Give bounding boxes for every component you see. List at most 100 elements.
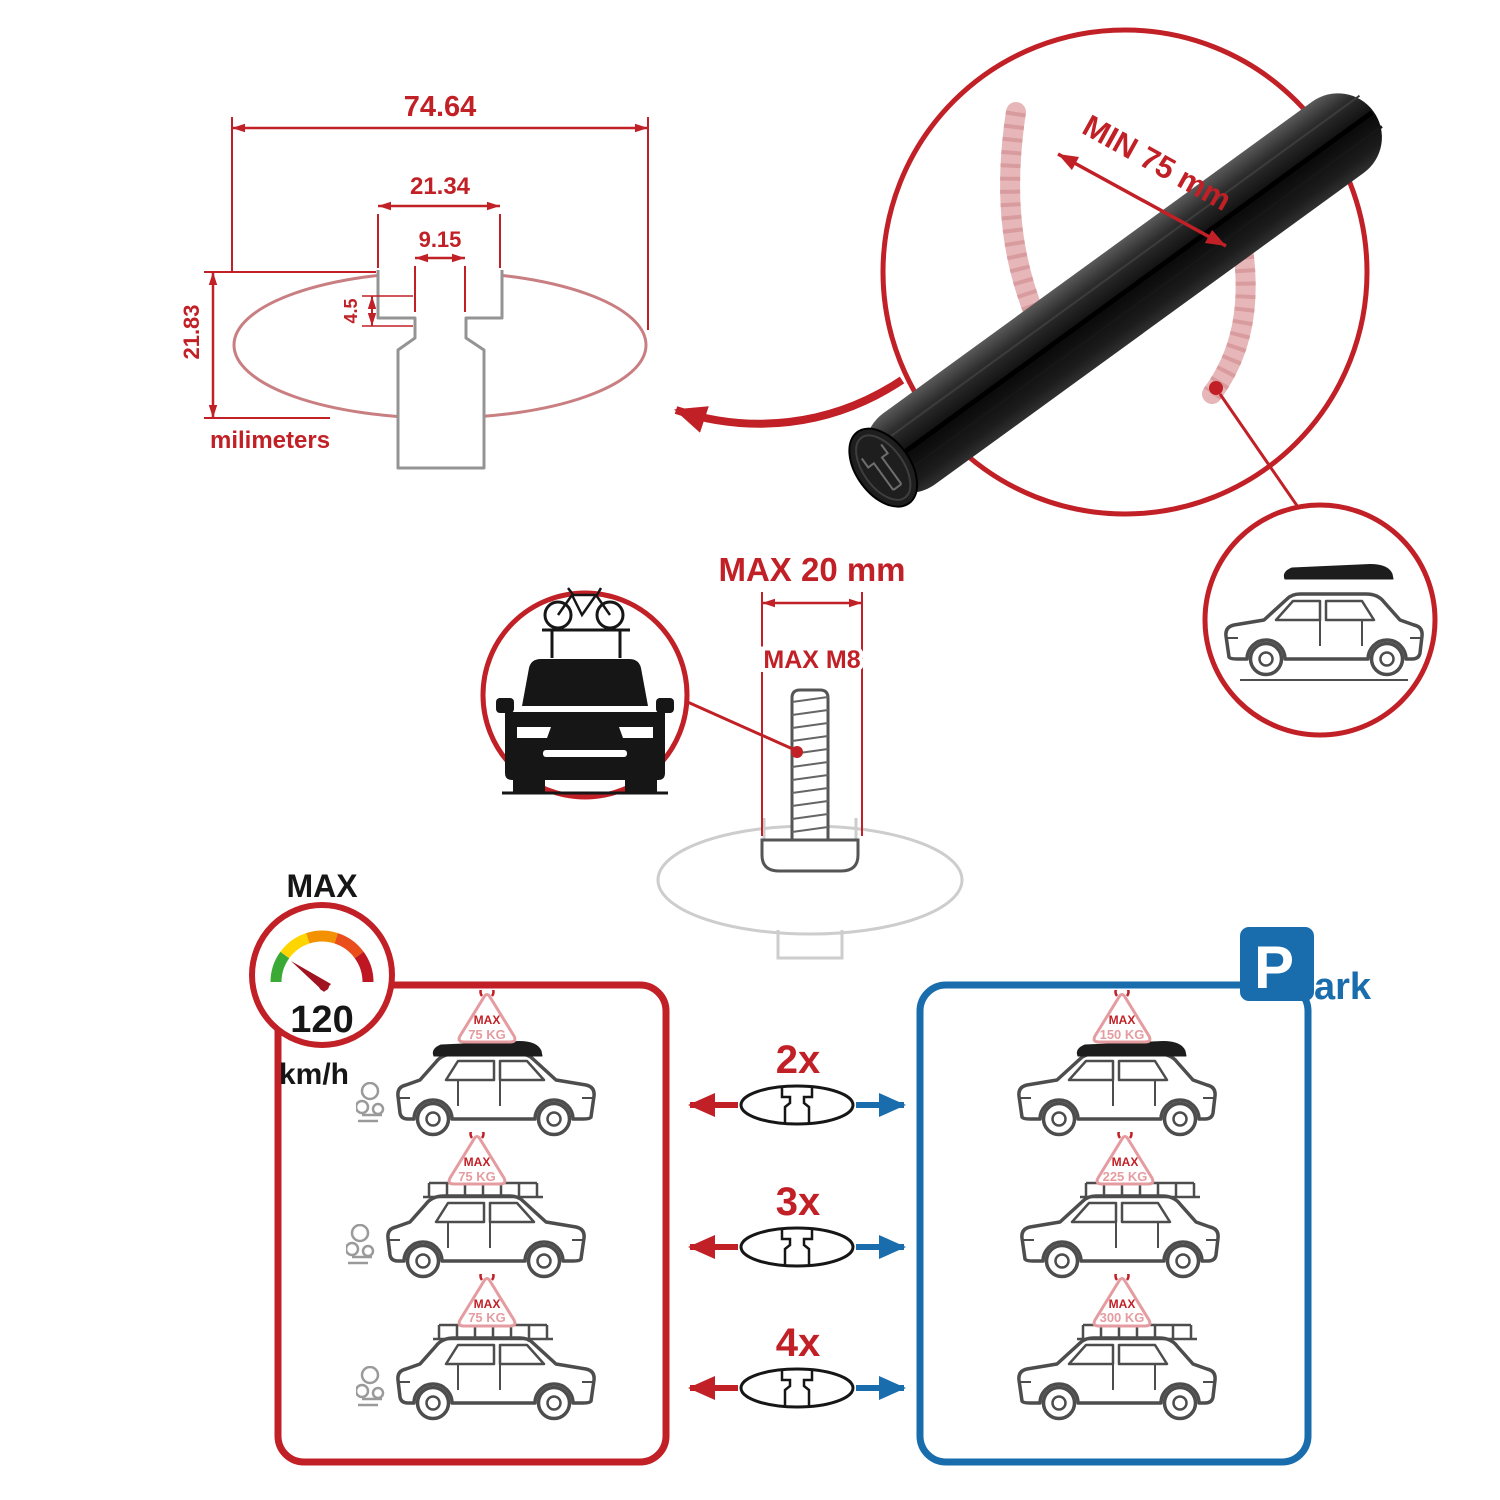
load-tag-weight: 150 KG [1100,1027,1145,1042]
min-length-label: MIN 75 mm [1077,108,1237,218]
bolt-detail: MAX 20 mm MAX M8 [656,551,964,960]
car-illustration [1017,1052,1217,1137]
gauge-segment-yellow [280,933,310,959]
car-with-roofbox-view [1202,502,1438,738]
bar-end-cap [848,427,919,508]
exhaust-puffs-icon [356,1082,385,1123]
load-tag-weight: 75 KG [468,1027,506,1042]
roof-box-icon [432,1041,543,1057]
speed-and-load-info: P ark MAX 120 km/h MAX 75 KG [249,868,1372,1466]
car-illustration [1020,1194,1220,1279]
quantity-row-2: 3x [688,1180,906,1268]
pointer-arrow-to-profile [674,376,905,433]
dim-width-total: 74.64 [404,91,477,123]
car-illustration [1017,1336,1217,1421]
bar-groove [891,110,1374,463]
bar-end-ribs [860,443,903,491]
car-grille [543,750,627,757]
magnifier-circle [880,27,1370,517]
profile-slot-channel [376,270,504,470]
bolt-threads [791,696,829,833]
load-tag-max: MAX [474,1013,501,1027]
bike-wheel-icon [543,600,573,630]
bolt-thread-label: MAX M8 [763,646,860,674]
quantity-row-1: 2x [688,1038,906,1126]
min-length-arrow [1057,152,1227,248]
callout-line-to-car [1218,393,1302,511]
clamp-rod-left [1000,102,1046,328]
gauge-circle [249,902,395,1048]
parking-sign-p: P [1254,934,1294,1001]
roof-box-icon [1076,1041,1187,1057]
load-tag-max: MAX [464,1155,491,1169]
load-tag-weight: 75 KG [468,1310,506,1325]
crossbar-section-icon [739,1084,855,1126]
leader-dot [791,746,803,758]
gauge-segment-green [270,951,290,983]
crossbar-section-icon [739,1226,855,1268]
parking-car-2: MAX 225 KG [1020,1132,1220,1279]
exhaust-puffs-icon [346,1224,375,1265]
gauge-hub [319,981,329,991]
car-windshield [522,659,648,706]
bolt-t-head [760,838,860,873]
crossbar-profile-drawing: 74.64 21.34 9.15 4.5 21.83 milimeters [179,91,649,470]
dim-slot-depth: 4.5 [341,298,361,323]
speed-value: 120 [290,999,353,1041]
quantity-row-3: 4x [688,1321,906,1409]
load-tag-weight: 300 KG [1100,1310,1145,1325]
parking-sign: P ark [1240,927,1372,1008]
dim-height-total: 21.83 [179,304,204,359]
car-illustration [396,1052,596,1137]
car-mirror-right [656,698,674,713]
leader-line-to-bolt [682,698,796,752]
car-wheel-left [513,780,545,792]
bolt-max-width-label: MAX 20 mm [718,551,905,588]
parking-car-3: MAX 300 KG [1017,1274,1217,1421]
car-headlight-right [619,727,653,738]
driving-car-2: MAX 75 KG [346,1132,586,1279]
crossbar-3d-view: MIN 75 mm [674,27,1438,738]
parking-load-box [916,981,1312,1466]
gauge-segment-orange [306,930,338,944]
speed-units: km/h [279,1058,349,1091]
parking-car-1: MAX 150 KG [1017,990,1217,1137]
bar-end-inner [855,434,912,501]
car-illustration [396,1336,596,1421]
exhaust-puffs-icon [356,1366,385,1407]
load-tag-max: MAX [1109,1013,1136,1027]
crossbar-bar [848,93,1383,508]
car-illustration [386,1194,586,1279]
vehicle-front-view [480,587,690,800]
driving-car-1: MAX 75 KG [356,990,596,1137]
parking-sign-square [1240,927,1314,1001]
bar-ridge [880,94,1361,445]
car-headlight-left [517,727,551,738]
bar-ridge-low [902,125,1383,476]
dim-slot-inner: 9.15 [419,227,462,252]
clamp-rod-left-threads [1000,110,1046,322]
load-tag-max: MAX [474,1297,501,1311]
gauge-segment-deep-orange [334,933,364,959]
dim-slot-outer: 21.34 [410,173,471,200]
roof-bar-icon [542,628,630,658]
speed-max-label: MAX [286,868,358,904]
quantity-label: 4x [776,1321,821,1365]
speed-limit-gauge: MAX 120 km/h [249,868,395,1091]
car-wheel-right [625,780,657,792]
driving-car-3: MAX 75 KG [356,1274,596,1421]
units-label: milimeters [210,427,330,454]
load-tag-max: MAX [1112,1155,1139,1169]
load-tag-max: MAX [1109,1297,1136,1311]
parking-sign-rest: ark [1314,966,1372,1008]
quantity-label: 2x [776,1038,821,1082]
callout-dot [1209,381,1223,395]
ghost-stem [776,930,844,960]
car-mirror-left [496,698,514,713]
load-tag-weight: 225 KG [1103,1169,1148,1184]
car-body-front [505,712,665,780]
crossbar-section-icon [739,1367,855,1409]
bike-frame-icon [556,587,612,618]
